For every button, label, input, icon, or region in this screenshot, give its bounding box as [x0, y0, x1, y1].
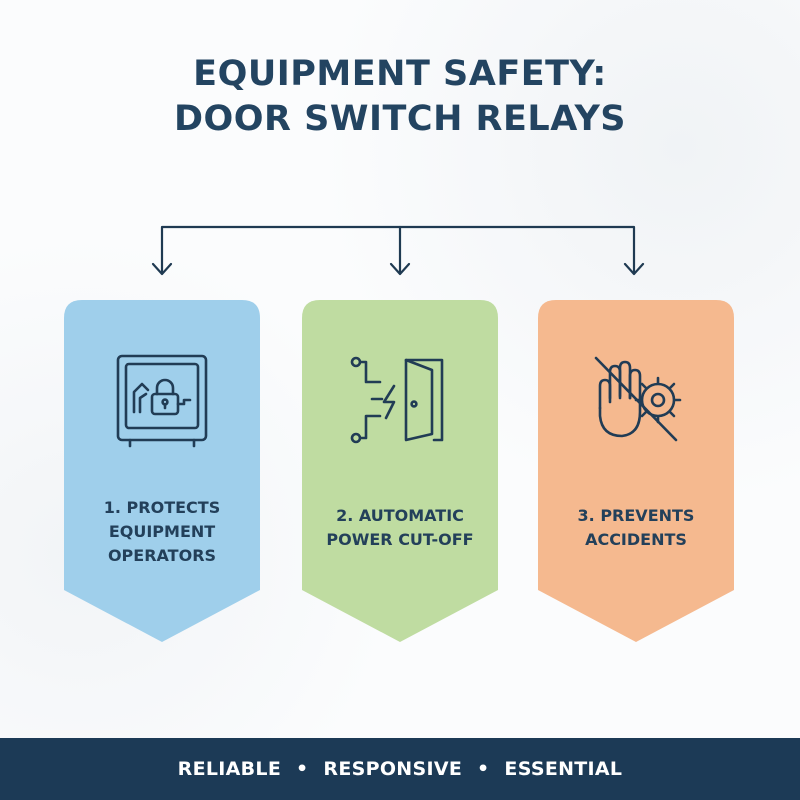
footer-item-essential: ESSENTIAL: [504, 758, 623, 780]
connector-bracket: [160, 225, 636, 275]
footer-item-reliable: RELIABLE: [177, 758, 282, 780]
footer-separator: •: [296, 758, 309, 780]
card-label: 1. PROTECTS EQUIPMENT OPERATORS: [103, 498, 221, 565]
card-label: 3. PREVENTS ACCIDENTS: [577, 506, 695, 549]
page-title: EQUIPMENT SAFETY: DOOR SWITCH RELAYS: [0, 52, 800, 142]
circuit-door-icon: [350, 356, 444, 444]
footer-separator: •: [477, 758, 490, 780]
footer-item-responsive: RESPONSIVE: [323, 758, 463, 780]
footer-banner: RELIABLE • RESPONSIVE • ESSENTIAL: [0, 738, 800, 800]
arrow-head-center: [389, 262, 411, 276]
branch-connector: [151, 225, 645, 276]
machine-lock-icon: [116, 354, 208, 448]
title-line-2: DOOR SWITCH RELAYS: [173, 99, 627, 139]
card-shape: [64, 300, 260, 642]
arrow-head-right: [623, 262, 645, 276]
arrow-head-left: [151, 262, 173, 276]
card-label: 2. AUTOMATIC POWER CUT-OFF: [326, 506, 474, 549]
title-line-1: EQUIPMENT SAFETY:: [193, 54, 607, 94]
card-shape: [538, 300, 734, 642]
card-prevents-accidents: 3. PREVENTS ACCIDENTS: [538, 300, 734, 642]
card-automatic-power-cutoff: 2. AUTOMATIC POWER CUT-OFF: [302, 300, 498, 642]
card-shape: [302, 300, 498, 642]
no-hand-gear-icon: [594, 356, 682, 442]
card-protects-operators: 1. PROTECTS EQUIPMENT OPERATORS: [64, 300, 260, 642]
